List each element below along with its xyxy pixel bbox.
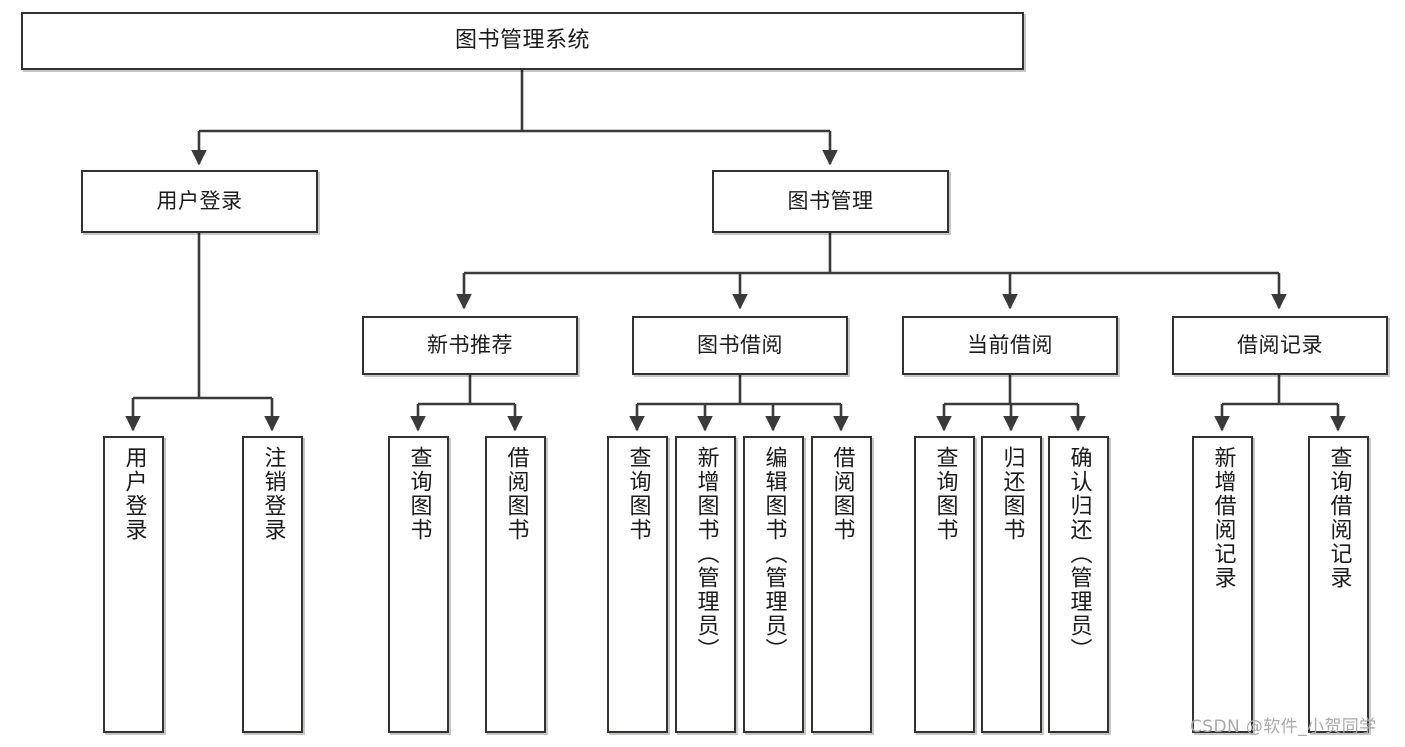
leaf-borrow-record-query-record[interactable]: 查询借阅记录 [1308, 436, 1369, 733]
leaf-book-borrow-edit-book-admin[interactable]: 编辑图书（管理员） [743, 436, 804, 733]
node-label: 图书管理系统 [454, 28, 590, 54]
node-user-login[interactable]: 用户登录 [81, 170, 318, 233]
leaf-new-book-query-book[interactable]: 查询图书 [388, 436, 449, 733]
node-label: 借阅图书 [829, 446, 855, 542]
node-label: 图书管理 [787, 189, 874, 214]
node-root-system[interactable]: 图书管理系统 [21, 12, 1024, 70]
node-label: 编辑图书（管理员） [761, 446, 787, 662]
leaf-current-borrow-query-book[interactable]: 查询图书 [914, 436, 975, 733]
node-new-book-recommend[interactable]: 新书推荐 [362, 316, 578, 375]
node-label: 借阅记录 [1237, 333, 1323, 358]
node-label: 图书借阅 [697, 333, 783, 358]
node-label: 查询借阅记录 [1326, 446, 1352, 590]
leaf-borrow-record-add-record[interactable]: 新增借阅记录 [1192, 436, 1253, 733]
node-current-borrow[interactable]: 当前借阅 [902, 316, 1118, 375]
leaf-book-borrow-borrow-book[interactable]: 借阅图书 [811, 436, 872, 733]
node-label: 用户登录 [121, 446, 147, 542]
node-label: 用户登录 [156, 189, 243, 214]
node-label: 借阅图书 [503, 446, 529, 542]
node-label: 当前借阅 [967, 333, 1053, 358]
leaf-new-book-borrow-book[interactable]: 借阅图书 [485, 436, 546, 733]
node-book-management[interactable]: 图书管理 [712, 170, 949, 233]
node-label: 查询图书 [625, 446, 651, 542]
node-label: 新书推荐 [427, 333, 513, 358]
leaf-user-login-signin[interactable]: 用户登录 [103, 436, 164, 733]
node-label: 确认归还（管理员） [1066, 446, 1092, 662]
node-borrow-record[interactable]: 借阅记录 [1172, 316, 1388, 375]
leaf-user-login-signout[interactable]: 注销登录 [242, 436, 303, 733]
node-label: 新增图书（管理员） [693, 446, 719, 662]
leaf-current-borrow-confirm-return-admin[interactable]: 确认归还（管理员） [1048, 436, 1109, 733]
leaf-book-borrow-query-book[interactable]: 查询图书 [607, 436, 668, 733]
leaf-current-borrow-return-book[interactable]: 归还图书 [981, 436, 1042, 733]
node-label: 查询图书 [406, 446, 432, 542]
node-label: 注销登录 [260, 446, 286, 542]
node-label: 归还图书 [999, 446, 1025, 542]
node-label: 新增借阅记录 [1210, 446, 1236, 590]
node-label: 查询图书 [932, 446, 958, 542]
node-book-borrow[interactable]: 图书借阅 [632, 316, 848, 375]
leaf-book-borrow-add-book-admin[interactable]: 新增图书（管理员） [675, 436, 736, 733]
